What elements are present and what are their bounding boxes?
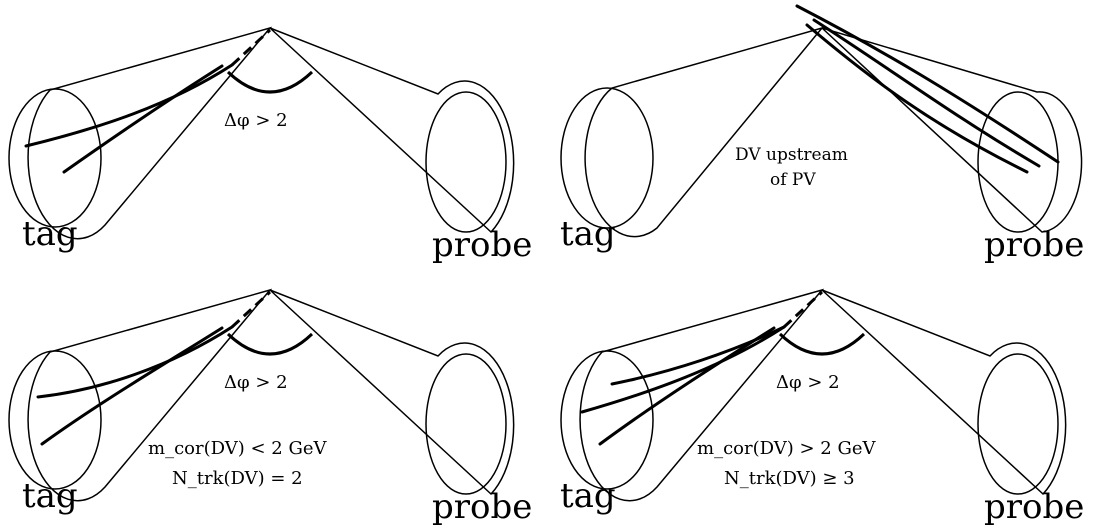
tag-label: tag: [560, 214, 616, 254]
tag-cone: [8, 26, 273, 240]
probe-cone: [821, 289, 1067, 496]
panel-bottom-right: Δφ > 2 m_cor(DV) > 2 GeV N_trk(DV) ≥ 3 t…: [560, 288, 1084, 526]
angle-arc: [226, 332, 314, 356]
angle-arc: [226, 70, 314, 94]
dv-upstream-line2: of PV: [770, 170, 816, 190]
tag-cone: [8, 288, 273, 502]
probe-cone: [269, 289, 515, 496]
panel-top-left: Δφ > 2 tag probe: [8, 26, 532, 265]
ntrk-condition: N_trk(DV) = 2: [172, 468, 303, 489]
panel-bottom-left: Δφ > 2 m_cor(DV) < 2 GeV N_trk(DV) = 2 t…: [8, 288, 532, 526]
probe-cone: [269, 27, 515, 234]
delta-phi-label: Δφ > 2: [224, 372, 288, 393]
tag-tracks: [24, 28, 272, 174]
probe-label: probe: [432, 487, 532, 526]
angle-arc: [778, 332, 866, 356]
delta-phi-label: Δφ > 2: [776, 372, 840, 393]
mcor-condition: m_cor(DV) > 2 GeV: [697, 438, 876, 459]
delta-phi-label: Δφ > 2: [224, 110, 288, 131]
mcor-condition: m_cor(DV) < 2 GeV: [148, 438, 327, 459]
tag-cone: [560, 288, 825, 502]
probe-tracks: [795, 4, 1060, 174]
panel-top-right: DV upstream of PV tag probe: [560, 4, 1084, 265]
tag-label: tag: [22, 476, 78, 516]
tag-label: tag: [22, 214, 78, 254]
tag-cone: [560, 26, 825, 238]
probe-label: probe: [984, 225, 1084, 265]
ntrk-condition: N_trk(DV) ≥ 3: [724, 468, 855, 489]
tag-tracks: [580, 290, 824, 446]
probe-label: probe: [432, 225, 532, 265]
probe-label: probe: [984, 487, 1084, 526]
tag-tracks: [36, 290, 272, 446]
tag-label: tag: [560, 476, 616, 516]
dv-upstream-line1: DV upstream: [735, 145, 848, 165]
